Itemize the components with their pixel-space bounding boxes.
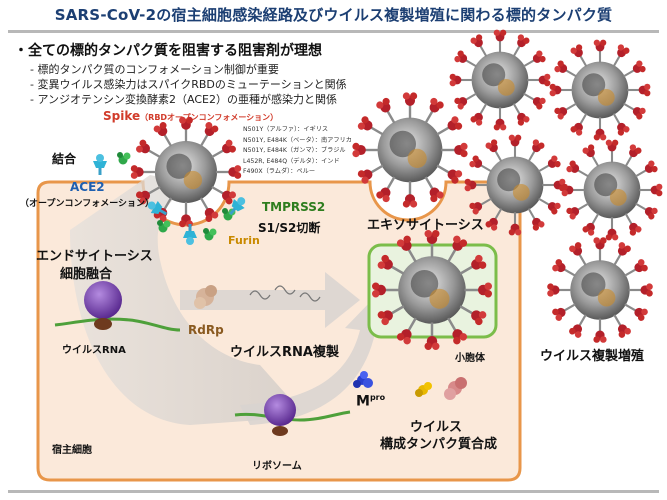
bottom-divider (8, 490, 659, 493)
mutation-item: L452R, E484Q（デルタ）：インド (243, 157, 340, 165)
sub-bullet-1: - 標的タンパク質のコンフォメーション制御が重要 (30, 63, 279, 76)
mutation-list: N501Y（アルファ）：イギリス N501Y, E484K（ベータ）：南アフリカ… (243, 125, 352, 178)
tmprss2-label: TMPRSS2 (262, 200, 326, 214)
cell-fusion-label: 細胞融合 (60, 267, 113, 282)
mpro-label: Mpro (356, 393, 386, 410)
proliferation-label: ウイルス複製増殖 (540, 349, 645, 364)
page-title: SARS-CoV-2の宿主細胞感染経路及びウイルス複製増殖に関わる標的タンパク質 (54, 6, 613, 24)
endocytosis-label: エンドサイトーシス (36, 249, 153, 264)
mutation-item: N501Y（アルファ）：イギリス (243, 126, 329, 133)
sub-bullet-2: - 変異ウイルス感染力はスパイクRBDのミューテーションと関係 (30, 78, 347, 91)
binding-label: 結合 (52, 152, 77, 166)
protein-synthesis-label-2: 構成タンパク質合成 (380, 437, 498, 452)
ribosome-label: リボソーム (252, 461, 302, 472)
spike-label: Spike（RBDオープンコンフォメーション） (103, 109, 279, 123)
er-label: 小胞体 (455, 353, 485, 364)
ace2-sub-label: （オープンコンフォメーション） (20, 199, 155, 209)
protein-synthesis-label-1: ウイルス (410, 420, 463, 435)
sub-bullet-3: - アンジオテンシン変換酵素2（ACE2）の亜種が感染力と関係 (30, 93, 337, 106)
exocytosis-label: エキソサイトーシス (367, 218, 484, 233)
s1s2-cleavage-label: S1/S2切断 (258, 221, 321, 235)
ace2-label: ACE2 (70, 180, 105, 194)
main-bullet: ・全ての標的タンパク質を阻害する阻害剤が理想 (14, 43, 322, 59)
rna-replication-label: ウイルスRNA複製 (230, 345, 339, 360)
mutation-item: F490X（ラムダ）：ペルー (243, 168, 316, 175)
title-divider (8, 30, 659, 33)
mutation-item: N501Y, E484K（ガンマ）：ブラジル (243, 147, 346, 154)
furin-label: Furin (228, 234, 260, 247)
rdrp-label: RdRp (188, 323, 224, 337)
process-flow-arrow (70, 175, 300, 425)
mutation-item: N501Y, E484K（ベータ）：南アフリカ (243, 136, 352, 144)
host-cell-label: 宿主細胞 (52, 445, 92, 456)
viral-rna-label: ウイルスRNA (62, 345, 126, 356)
